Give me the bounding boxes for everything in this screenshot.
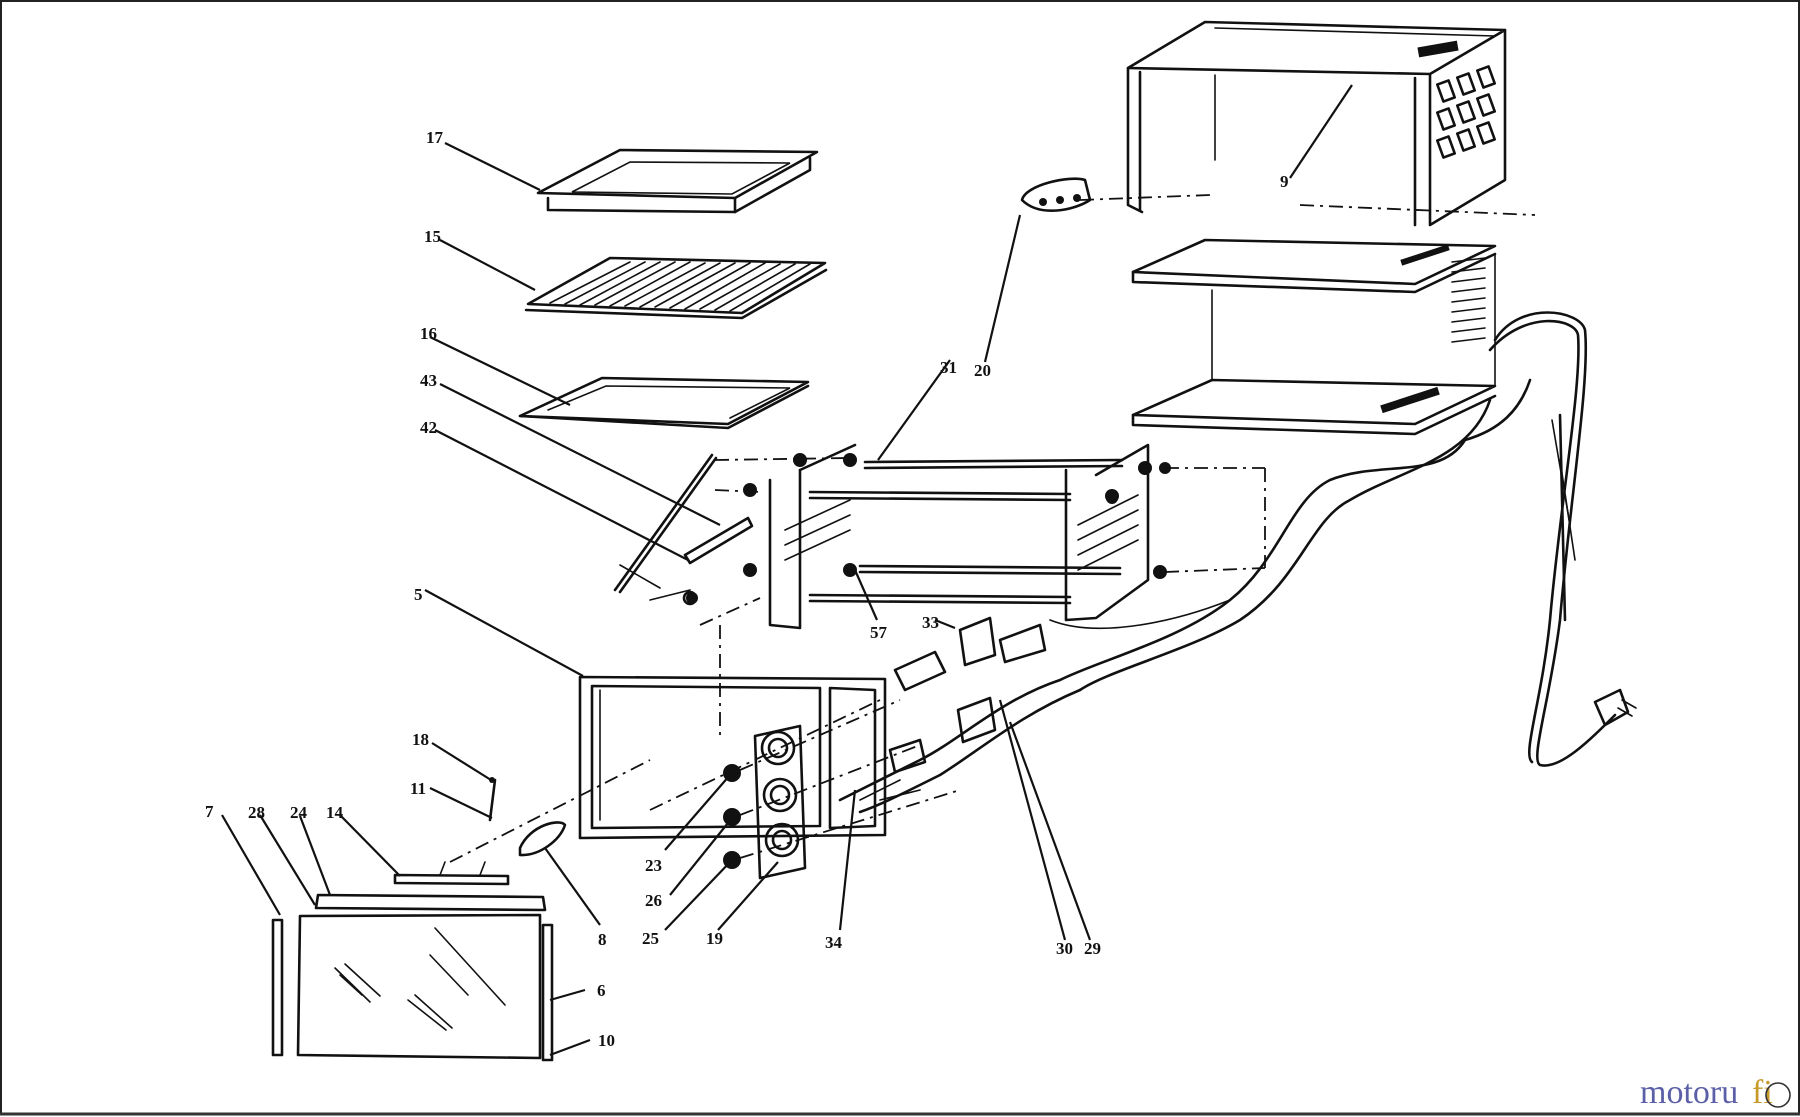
watermark-text-main: motoru bbox=[1640, 1074, 1738, 1111]
callout-29: 29 bbox=[1084, 939, 1101, 958]
callout-17: 17 bbox=[426, 128, 444, 147]
callout-10: 10 bbox=[598, 1031, 615, 1050]
callout-15: 15 bbox=[424, 227, 441, 246]
part-heating-element-assembly bbox=[686, 443, 1266, 630]
callout-26: 26 bbox=[645, 891, 662, 910]
part-crumb-tray bbox=[518, 376, 810, 430]
watermark-circle-icon bbox=[1765, 1082, 1791, 1108]
part-thermostat-bracket bbox=[1020, 177, 1092, 212]
callout-16: 16 bbox=[420, 324, 437, 343]
callout-9: 9 bbox=[1280, 172, 1289, 191]
part-baking-tray bbox=[536, 148, 819, 214]
callout-25: 25 bbox=[642, 929, 659, 948]
callout-24: 24 bbox=[290, 803, 308, 822]
watermark-logo: motoru fi bbox=[1640, 1074, 1791, 1111]
part-outer-cabinet bbox=[1079, 20, 1536, 227]
callout-23: 23 bbox=[645, 856, 662, 875]
callout-11: 11 bbox=[410, 779, 426, 798]
callout-20: 20 bbox=[974, 361, 991, 380]
part-front-frame bbox=[578, 597, 887, 840]
part-power-cord bbox=[1488, 311, 1637, 767]
callout-8: 8 bbox=[598, 930, 607, 949]
callout-31: 31 bbox=[940, 358, 957, 377]
callout-42: 42 bbox=[420, 418, 437, 437]
part-rotisserie-spit bbox=[613, 453, 754, 606]
callout-33: 33 bbox=[922, 613, 939, 632]
callout-14: 14 bbox=[326, 803, 344, 822]
callout-6: 6 bbox=[597, 981, 606, 1000]
callout-5: 5 bbox=[414, 585, 423, 604]
leader-lines bbox=[221, 84, 1353, 1057]
callout-19: 19 bbox=[706, 929, 723, 948]
callout-34: 34 bbox=[825, 933, 843, 952]
part-door-assembly bbox=[271, 861, 554, 1062]
callout-30: 30 bbox=[1056, 939, 1073, 958]
watermark-text-accent: fi bbox=[1752, 1074, 1773, 1111]
callout-18: 18 bbox=[412, 730, 429, 749]
part-control-panel bbox=[723, 699, 961, 880]
callout-labels: 17 15 16 43 42 31 20 9 5 57 33 18 11 7 2… bbox=[205, 128, 1289, 1050]
part-switch-components bbox=[649, 616, 1047, 811]
callout-28: 28 bbox=[248, 803, 265, 822]
callout-57: 57 bbox=[870, 623, 888, 642]
callout-7: 7 bbox=[205, 802, 214, 821]
part-inner-chamber bbox=[1131, 238, 1497, 436]
part-wire-rack bbox=[524, 256, 828, 320]
callout-43: 43 bbox=[420, 371, 437, 390]
